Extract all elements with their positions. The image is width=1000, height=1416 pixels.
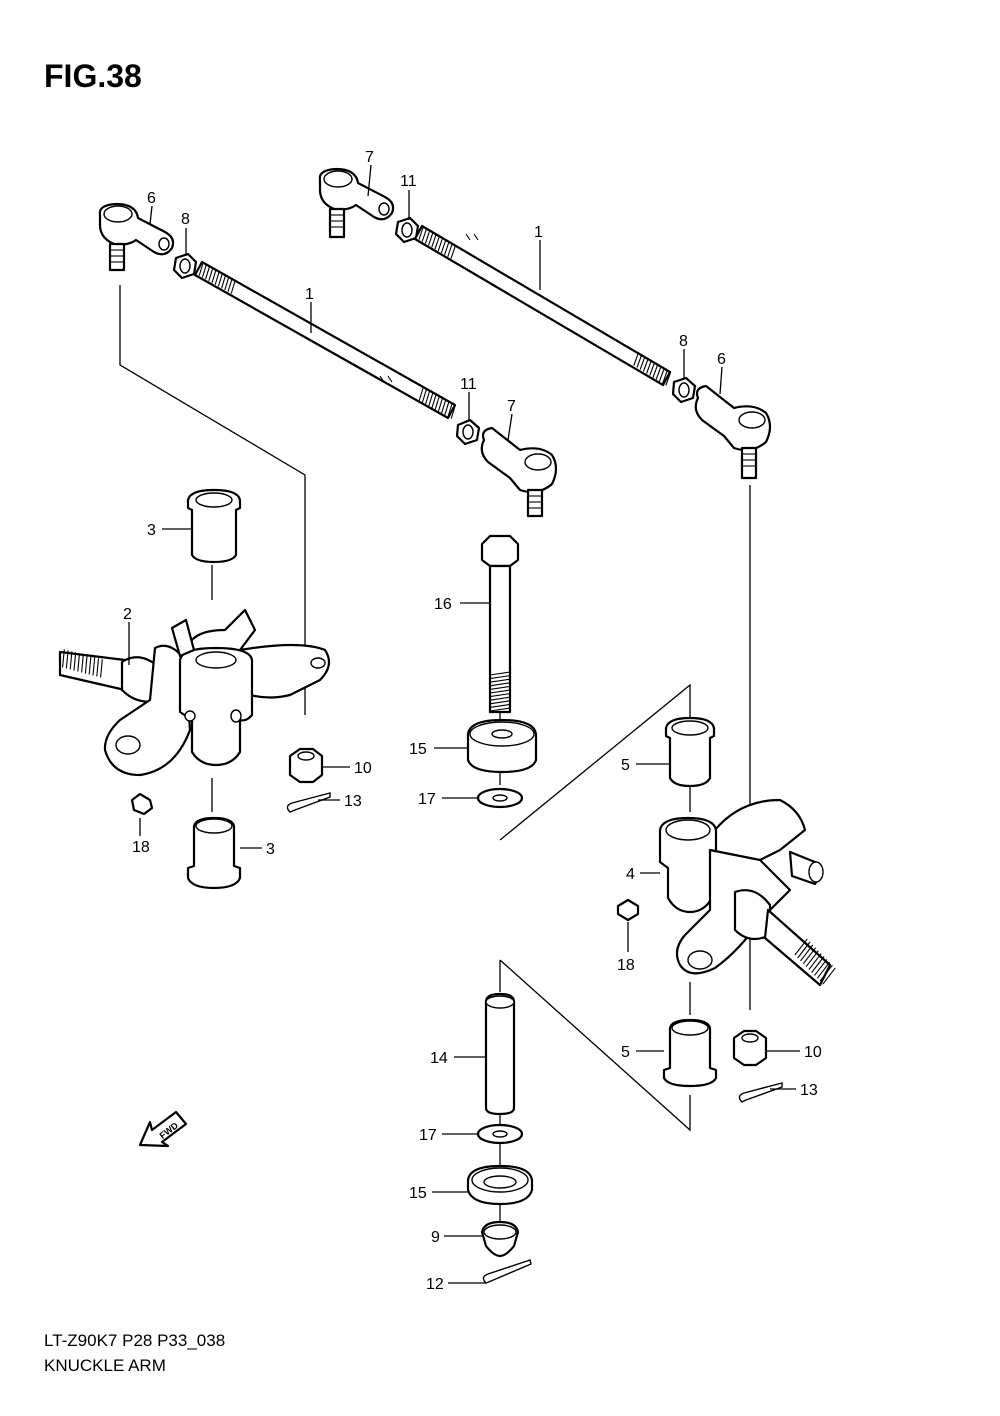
nut-9	[480, 1220, 520, 1258]
callout-11-right-locknut: 11	[400, 173, 417, 190]
callout-3-upper-bushing: 3	[147, 522, 156, 539]
grease-nipple-right	[616, 898, 640, 922]
callout-6-right-inner-tie-rod-end: 6	[717, 351, 726, 368]
grease-nipple-left	[130, 792, 154, 816]
locknut-left-8	[172, 252, 198, 280]
fwd-arrow-icon: FWD	[138, 1110, 188, 1148]
callout-6-left-outer-tie-rod-end: 6	[147, 190, 156, 207]
callout-13-left-cotter-pin: 13	[344, 793, 362, 810]
knuckle-right	[658, 798, 836, 987]
callout-8-left-locknut: 8	[181, 211, 190, 228]
callout-18-right-grease-nipple: 18	[617, 957, 635, 974]
callout-14-pipe: 14	[430, 1050, 448, 1067]
callout-1-right-tie-rod: 1	[534, 224, 543, 241]
cotter-pin-right	[738, 1082, 783, 1103]
locknut-left-11	[455, 418, 481, 446]
callout-1-left-tie-rod: 1	[305, 286, 314, 303]
bolt-16	[480, 534, 520, 714]
figure-title: FIG.38	[44, 58, 142, 94]
callout-8-right-locknut: 8	[679, 333, 688, 350]
callout-2-left-knuckle: 2	[123, 606, 132, 623]
section-name: KNUCKLE ARM	[44, 1356, 166, 1375]
callout-5-lower-bushing: 5	[621, 1044, 630, 1061]
callout-15-lower-spacer: 15	[409, 1185, 427, 1202]
locknut-right-8	[671, 376, 697, 404]
callout-10-left-nut: 10	[354, 760, 372, 777]
bushing-lower-left	[186, 816, 242, 890]
pipe-14	[484, 992, 516, 1116]
callout-18-left-grease-nipple: 18	[132, 839, 150, 856]
washer-lower-17	[476, 1123, 524, 1145]
bushing-upper-left	[186, 488, 242, 564]
callout-11-left-locknut: 11	[460, 376, 477, 393]
callout-7-right-outer-tie-rod-end: 7	[365, 149, 374, 166]
spacer-lower-15	[466, 1164, 534, 1206]
bushing-upper-right	[664, 716, 716, 788]
callout-3-lower-bushing: 3	[266, 841, 275, 858]
bushing-lower-right	[662, 1018, 718, 1088]
tie-rod-right	[413, 224, 672, 387]
callout-10-right-nut: 10	[804, 1044, 822, 1061]
cotter-pin-12	[482, 1259, 532, 1284]
leader-lines	[128, 164, 800, 1284]
nut-left-10	[288, 747, 324, 784]
callout-9-nut: 9	[431, 1229, 440, 1246]
callout-17-upper-washer: 17	[418, 791, 436, 808]
model-code: LT-Z90K7 P28 P33_038	[44, 1331, 226, 1350]
callout-7-left-inner-tie-rod-end: 7	[507, 398, 516, 415]
callout-17-lower-washer: 17	[419, 1127, 437, 1144]
tie-rod-end-left-inner	[480, 426, 558, 518]
callout-13-right-cotter-pin: 13	[800, 1082, 818, 1099]
cotter-pin-left	[286, 792, 331, 813]
tie-rod-left	[193, 260, 457, 420]
callout-12-cotter-pin: 12	[426, 1276, 444, 1293]
tie-rod-end-right-inner	[694, 384, 772, 480]
spacer-upper-15	[466, 718, 538, 774]
tie-rod-end-left-outer	[98, 202, 175, 272]
callout-16-bolt: 16	[434, 596, 452, 613]
callout-4-right-knuckle: 4	[626, 866, 635, 883]
callouts: 6 8 1 11 7 7 11 1 8 6 3 2 10 13 18 3 16 …	[123, 149, 822, 1293]
knuckle-left	[58, 608, 331, 777]
callout-5-upper-bushing: 5	[621, 757, 630, 774]
tie-rod-end-right-outer	[318, 167, 395, 239]
washer-upper-17	[476, 787, 524, 809]
nut-right-10	[732, 1029, 768, 1067]
callout-15-upper-spacer: 15	[409, 741, 427, 758]
